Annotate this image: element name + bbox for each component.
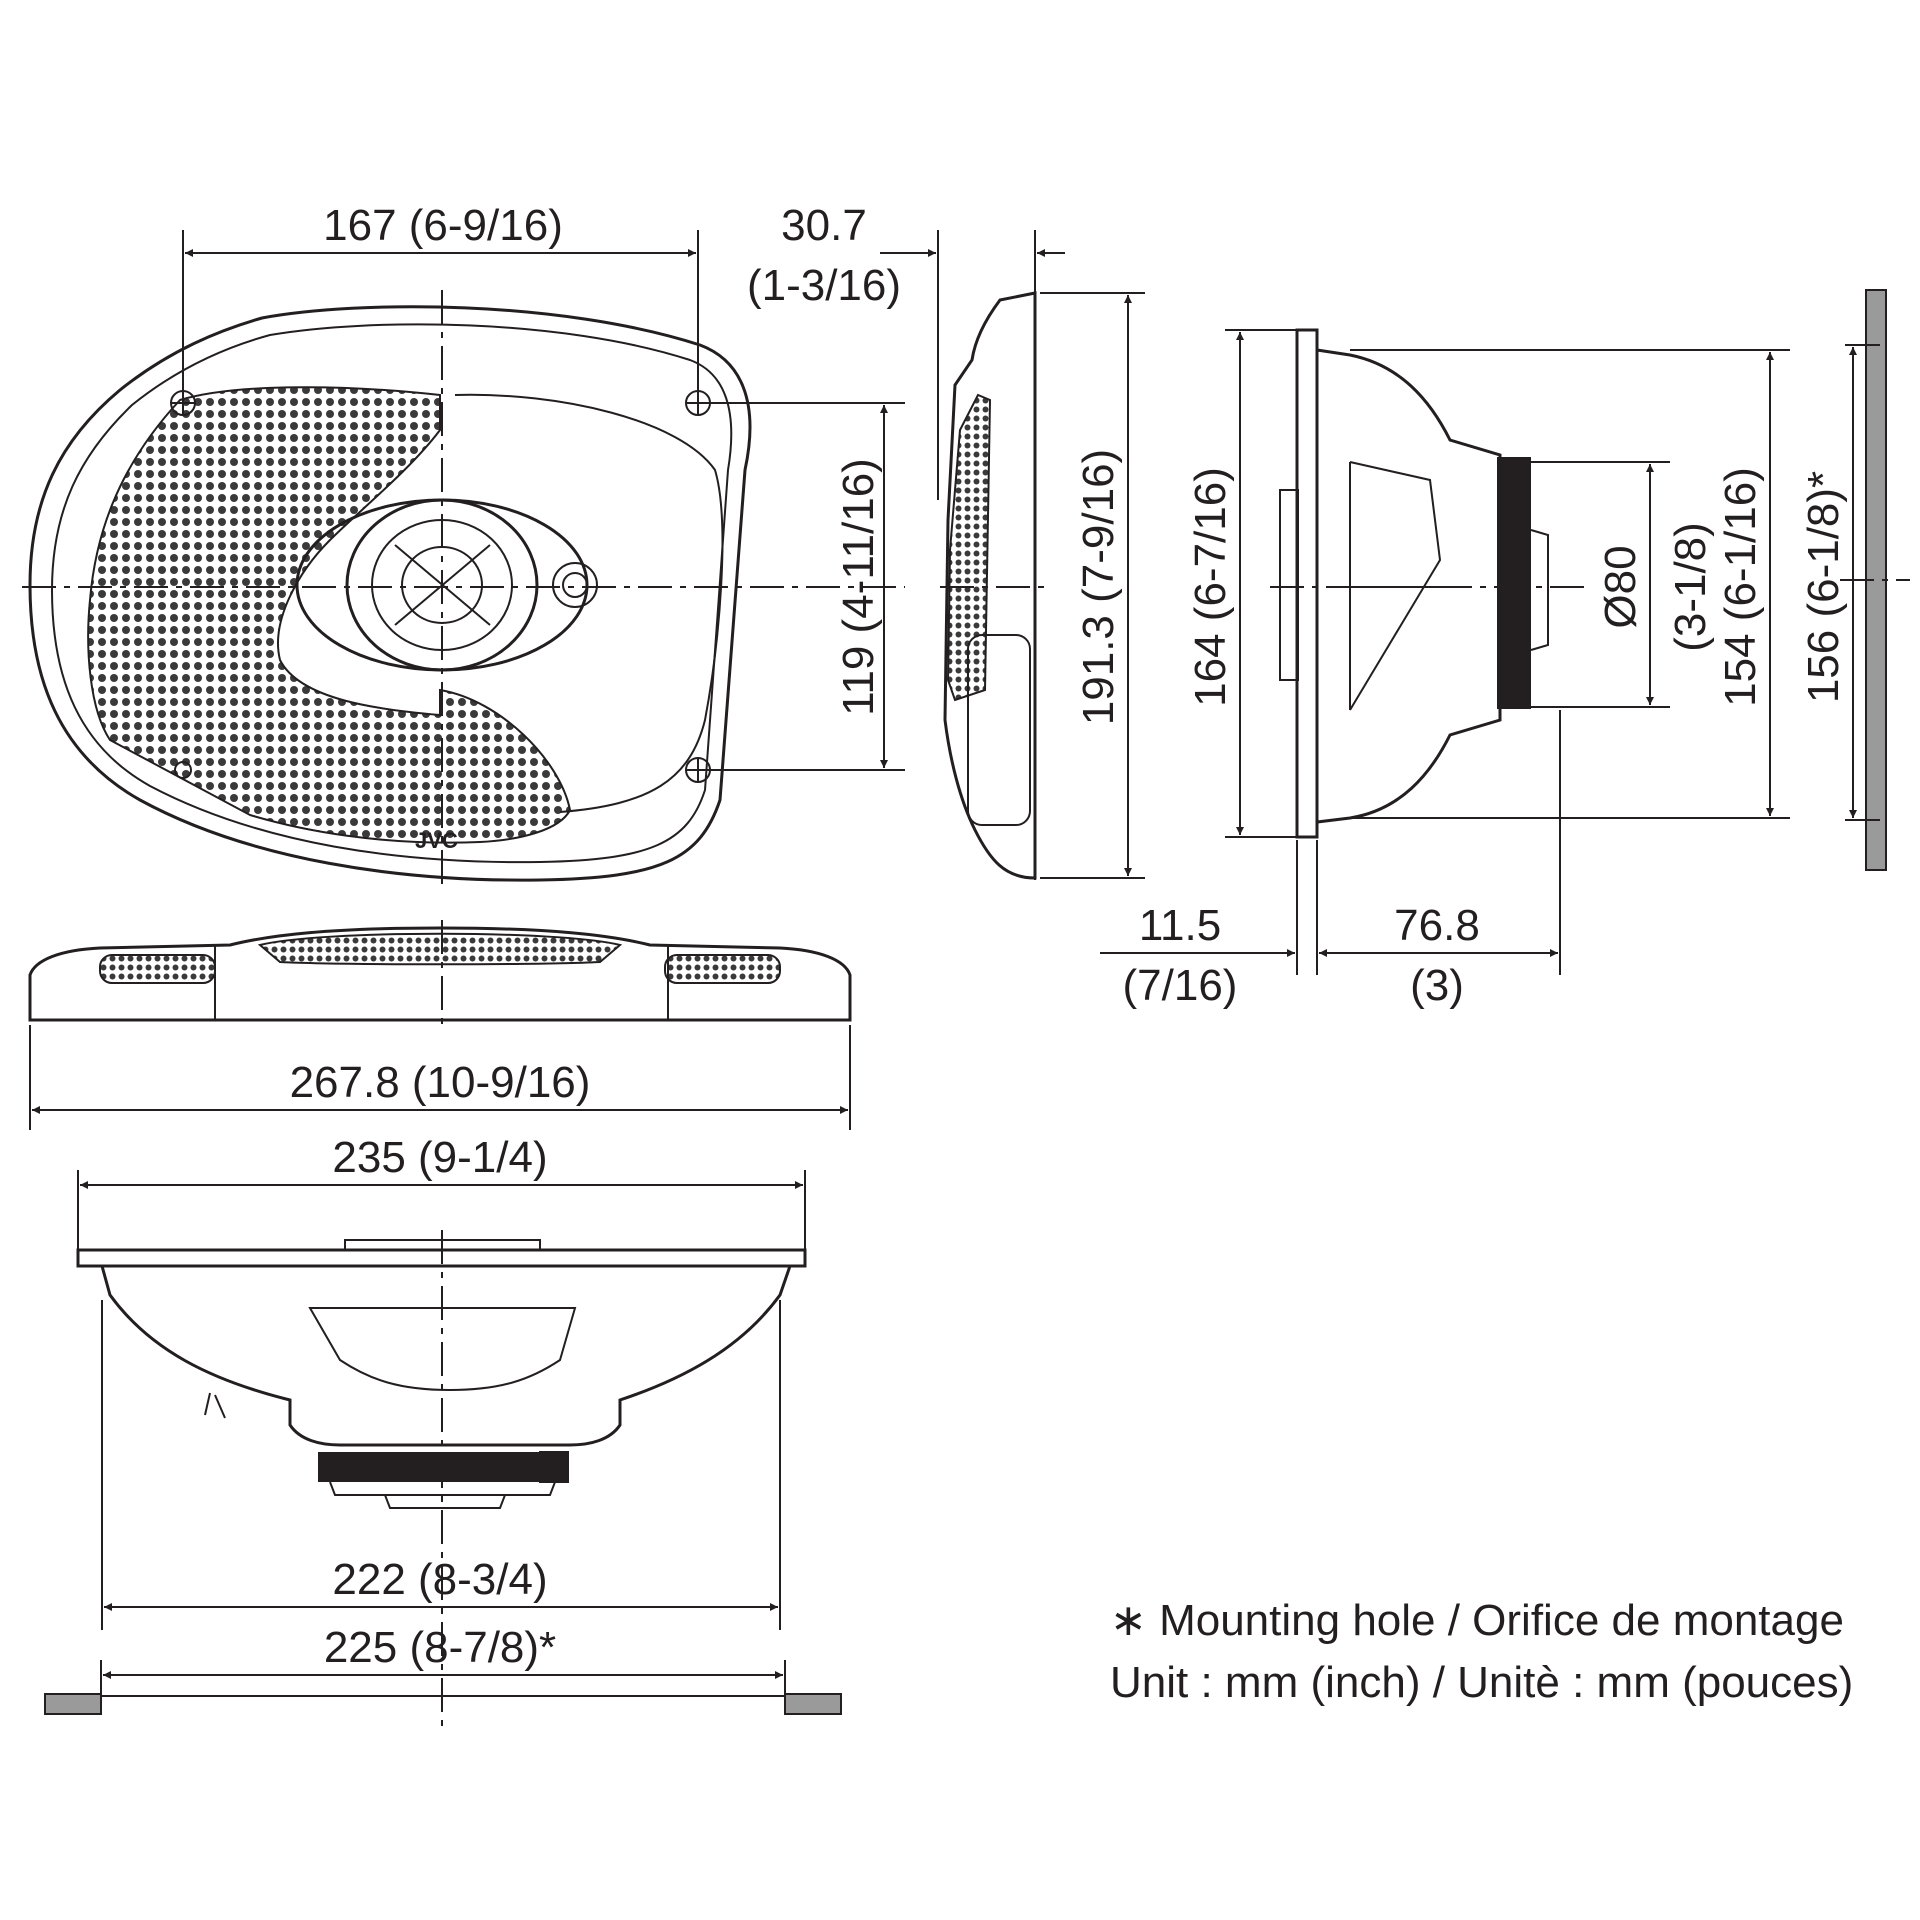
profile-magnet-dark xyxy=(1497,457,1531,709)
bottom-pole xyxy=(384,1494,506,1509)
top-profile-mesh-right xyxy=(664,954,781,984)
supertweeter xyxy=(552,562,598,608)
right-wall-section xyxy=(1840,289,1910,871)
profile-basket xyxy=(1315,348,1502,824)
top-profile-mesh-center xyxy=(257,932,623,966)
side-view xyxy=(940,290,1050,880)
front-inner-frame xyxy=(50,323,733,864)
side-mesh xyxy=(946,393,992,702)
label-overall-width: 267.8 (10-9/16) xyxy=(290,1058,591,1107)
label-magnet-dia-in: (3-1/8) xyxy=(1666,522,1715,652)
bottom-wall-right xyxy=(784,1693,842,1715)
bottom-wall-left xyxy=(44,1693,102,1715)
label-flange-depth-in: (7/16) xyxy=(1123,961,1238,1010)
bottom-basket xyxy=(100,1264,793,1447)
brand-logo: JVC xyxy=(415,828,458,853)
bottom-basket-window xyxy=(308,1307,577,1392)
label-mount-depth-in: (3) xyxy=(1410,961,1464,1010)
label-flange-depth-mm: 11.5 xyxy=(1139,901,1221,950)
top-profile-view xyxy=(28,920,852,1030)
label-magnet-dia-mm: Ø80 xyxy=(1596,545,1645,628)
bottom-lead-wire xyxy=(204,1392,226,1419)
top-profile-frame xyxy=(28,926,852,1022)
bottom-wall-section xyxy=(44,1693,842,1715)
label-mount-width: 225 (8-7/8)* xyxy=(324,1623,556,1672)
mounting-hole-bottom-left xyxy=(174,761,192,779)
top-profile-mesh-left xyxy=(99,954,216,984)
profile-view xyxy=(1270,328,1590,839)
label-side-height: 164 (6-7/16) xyxy=(1186,467,1235,707)
dimension-lines xyxy=(29,230,1880,1700)
front-view: JVC xyxy=(22,290,905,890)
note-mounting-hole: ∗ Mounting hole / Orifice de montage xyxy=(1110,1596,1844,1645)
profile-dust-cap xyxy=(1530,529,1549,651)
side-frame xyxy=(943,291,1037,880)
bottom-terminal-top xyxy=(344,1239,541,1251)
label-frame-depth-mm: 30.7 xyxy=(781,201,867,250)
front-rim-line xyxy=(454,393,724,813)
label-top-hole-spacing: 167 (6-9/16) xyxy=(323,201,563,250)
label-mount-height: 156 (6-1/8)* xyxy=(1799,471,1848,703)
profile-flange xyxy=(1295,328,1319,839)
side-terminal-block xyxy=(967,634,1031,826)
notes: ∗ Mounting hole / Orifice de montage Uni… xyxy=(1110,1596,1853,1707)
dimension-labels: 167 (6-9/16) 30.7 (1-3/16) 119 (4-11/16)… xyxy=(290,201,1848,1672)
label-frame-height: 191.3 (7-9/16) xyxy=(1074,449,1123,725)
label-basket-height: 154 (6-1/16) xyxy=(1716,467,1765,707)
bottom-basket-view xyxy=(76,1230,807,1730)
profile-terminal xyxy=(1279,489,1299,681)
supertweeter-center xyxy=(562,572,588,598)
front-woofer-mesh xyxy=(87,386,572,844)
label-mount-depth-mm: 76.8 xyxy=(1394,901,1480,950)
label-frame-depth-in: (1-3/16) xyxy=(747,261,901,310)
front-outer-frame xyxy=(28,305,752,882)
bottom-magnet-base xyxy=(329,1481,556,1496)
label-vertical-hole-spacing: 119 (4-11/16) xyxy=(834,458,883,716)
label-basket-width: 222 (8-3/4) xyxy=(332,1555,547,1604)
note-unit: Unit : mm (inch) / Unitè : mm (pouces) xyxy=(1110,1658,1853,1707)
label-flange-width: 235 (9-1/4) xyxy=(332,1133,547,1182)
mounting-hole-bottom-right xyxy=(685,757,711,783)
